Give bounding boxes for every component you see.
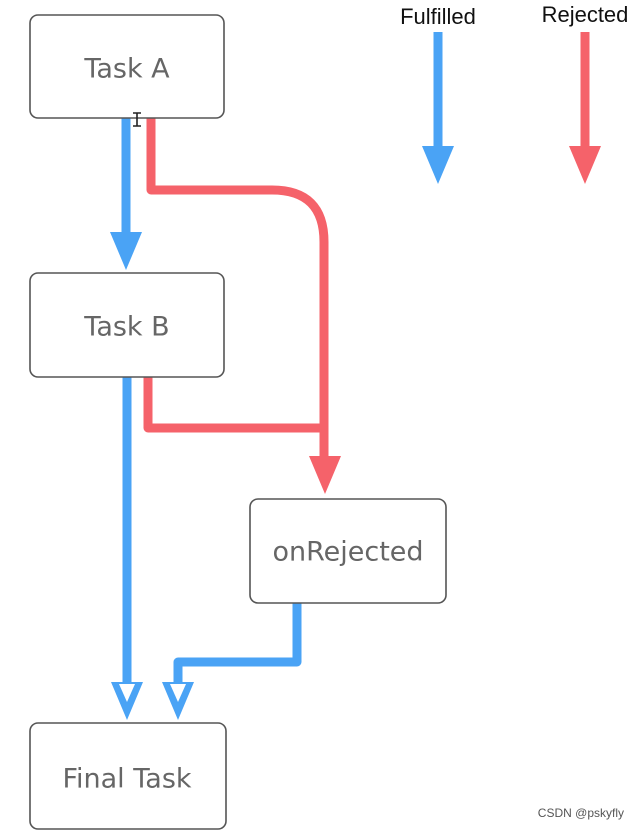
edge-task-b-to-on-rejected <box>143 375 324 433</box>
legend-rejected-label: Rejected <box>542 2 629 27</box>
legend-rejected-arrow <box>569 32 601 184</box>
node-on-rejected-label: onRejected <box>272 537 423 568</box>
legend-fulfilled-label: Fulfilled <box>400 4 476 29</box>
node-final-task: Final Task <box>29 722 227 830</box>
watermark: CSDN @pskyfly <box>538 806 624 820</box>
text-cursor-icon <box>133 112 141 127</box>
edge-task-a-to-task-b <box>110 118 142 270</box>
node-final-task-label: Final Task <box>62 764 191 795</box>
node-task-a-label: Task A <box>83 54 170 85</box>
edge-task-a-to-on-rejected <box>146 116 341 494</box>
edge-on-rejected-to-final-task <box>162 600 302 720</box>
legend: Fulfilled Rejected <box>400 2 628 184</box>
node-task-a: Task A <box>29 14 225 119</box>
legend-fulfilled-arrow <box>422 32 454 184</box>
node-task-b: Task B <box>29 272 225 378</box>
node-task-b-label: Task B <box>83 312 169 343</box>
edge-task-b-to-final-task <box>111 375 143 720</box>
node-on-rejected: onRejected <box>249 498 447 604</box>
